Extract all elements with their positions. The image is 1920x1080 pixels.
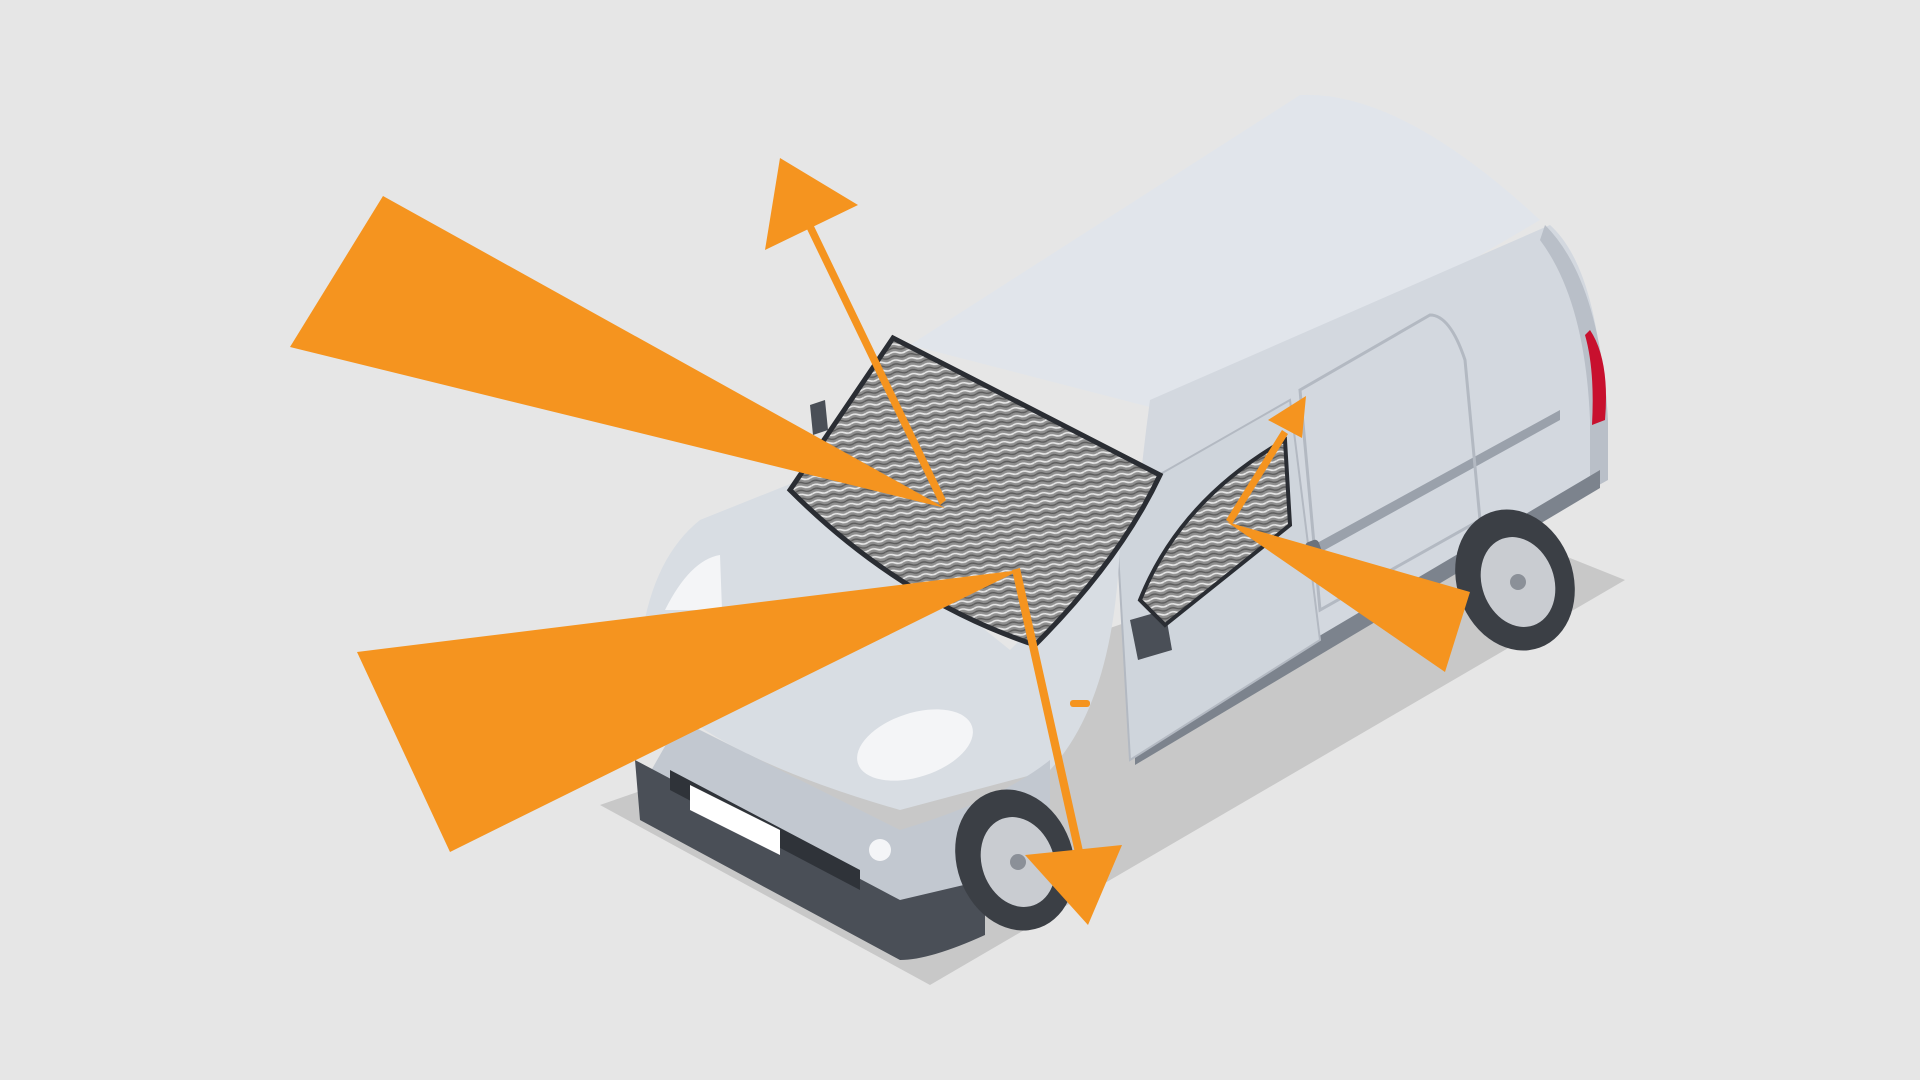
reflected-arrow-up bbox=[805, 222, 946, 505]
reflected-arrow-up-head bbox=[765, 158, 858, 250]
tail-light bbox=[1585, 330, 1606, 425]
reflected-arrow-down bbox=[1012, 568, 1085, 862]
incoming-ray-lower-left bbox=[357, 570, 1020, 852]
van-front bbox=[640, 720, 1050, 920]
fog-light bbox=[869, 839, 891, 861]
side-reflected-arrow-head bbox=[1268, 396, 1306, 438]
rear-wheel bbox=[1455, 509, 1575, 651]
side-indicator bbox=[1070, 700, 1090, 707]
van-rear-edge bbox=[1540, 225, 1608, 490]
side-reflected-arrow bbox=[1226, 430, 1288, 524]
headlight-left bbox=[665, 555, 722, 610]
van-bonnet bbox=[640, 480, 1120, 810]
van-roof bbox=[910, 94, 1540, 420]
sliding-door bbox=[1298, 313, 1482, 613]
wing-mirror-left bbox=[810, 400, 828, 435]
incoming-ray-upper-left bbox=[290, 196, 945, 508]
number-plate bbox=[690, 785, 780, 855]
front-wheel bbox=[955, 789, 1075, 931]
van bbox=[635, 94, 1608, 960]
headlight-right bbox=[857, 709, 973, 781]
reflection-arrows bbox=[290, 158, 1470, 925]
side-incoming-ray bbox=[1227, 522, 1470, 672]
reflected-arrow-down-head bbox=[1025, 845, 1122, 925]
